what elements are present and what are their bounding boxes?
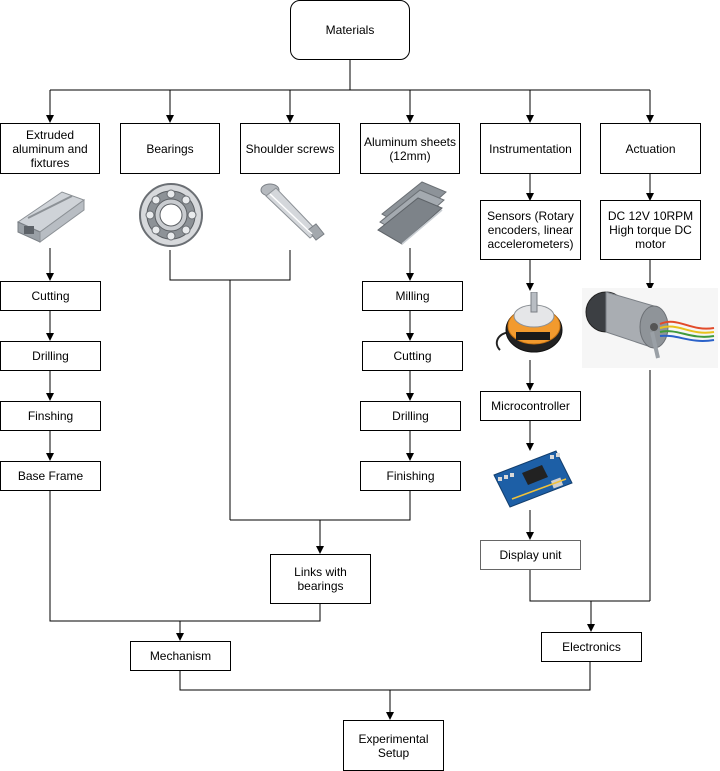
shoulder-screws-box: Shoulder screws [240,123,340,174]
electronics-box: Electronics [541,632,642,662]
aluminum-sheets-box: Aluminum sheets (12mm) [360,123,460,174]
drilling-right-box: Drilling [360,401,461,431]
connector-bottom-bus [179,661,591,691]
sensors-box: Sensors (Rotary encoders, linear acceler… [480,200,581,260]
rotary-encoder-icon [495,292,563,353]
materials-box: Materials [290,0,410,60]
mechanism-box: Mechanism [130,641,231,671]
finshing-box: Finshing [0,401,101,431]
cutting-left-box: Cutting [0,281,101,311]
aluminum-sheet-icon [377,181,447,245]
extruded-box: Extruded aluminum and fixtures [0,123,100,174]
links-with-bearings-box: Links with bearings [270,554,371,604]
connector-base-links [49,490,321,622]
display-unit-box: Display unit [480,540,581,570]
microcontroller-board-icon [493,450,573,508]
ball-bearing-icon [139,183,203,247]
experimental-setup-box: Experimental Setup [343,720,444,771]
actuation-box: Actuation [600,123,701,174]
cutting-right-box: Cutting [362,341,463,371]
base-frame-box: Base Frame [0,461,101,491]
connector-bearings-screws [169,250,291,281]
instrumentation-box: Instrumentation [480,123,581,174]
milling-box: Milling [362,281,463,311]
connector-links-bus [230,490,411,521]
finishing-right-box: Finishing [360,461,461,491]
drilling-left-box: Drilling [0,341,101,371]
motor-box: DC 12V 10RPM High torque DC motor [600,200,701,260]
microcontroller-box: Microcontroller [480,391,581,421]
bearings-box: Bearings [120,123,220,174]
shoulder-screw-icon [260,183,325,241]
dc-motor-icon [582,288,718,368]
connector-display-electronics [529,569,650,602]
aluminum-extrusion-icon [16,191,86,243]
